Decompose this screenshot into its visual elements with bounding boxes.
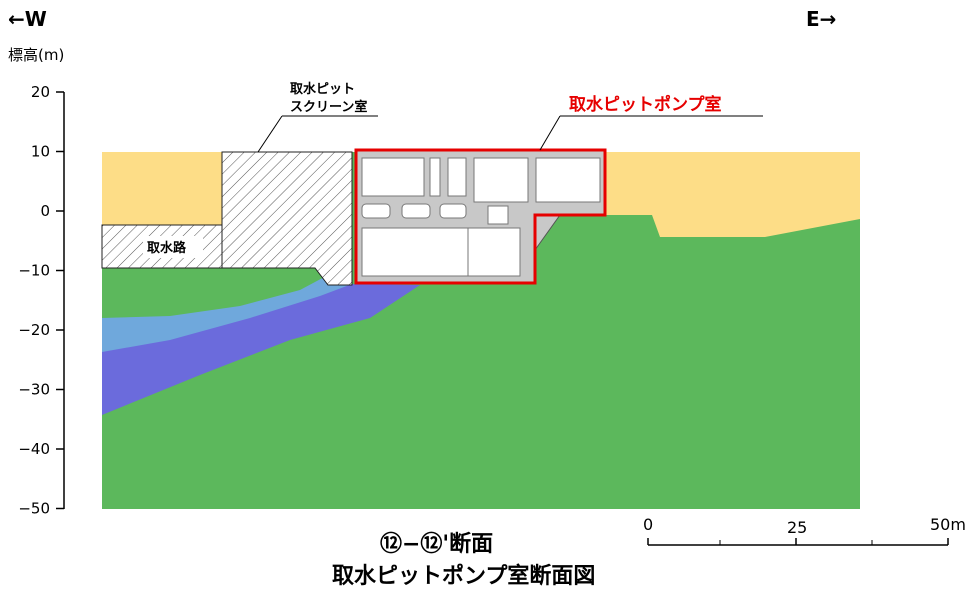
pump-chamber-1 (361, 157, 425, 197)
pump-chamber-5 (535, 157, 601, 203)
pump-basin-2 (467, 227, 521, 277)
screen-room (221, 151, 353, 286)
elevation-tick-label: −30 (18, 381, 50, 399)
pump-chamber-3 (447, 157, 467, 197)
pump-duct-3 (439, 203, 467, 219)
intake-channel-label-bg (143, 236, 203, 258)
elevation-tick-label: −20 (18, 321, 50, 339)
scale-label-50: 50m (930, 515, 966, 534)
screen-room-label-line1: 取水ピット (290, 81, 355, 97)
screen-room-label-line2: スクリーン室 (290, 99, 367, 115)
screen-room-leader (257, 115, 283, 153)
pump-room-highlight (354, 148, 607, 285)
figure-title: 取水ピットポンプ室断面図 (332, 563, 595, 589)
elevation-tick-label: −10 (18, 262, 50, 280)
pump-room-leader (539, 115, 561, 151)
pump-chamber-4 (473, 157, 529, 203)
east-direction: E→ (806, 7, 836, 31)
scale-bar: 0 25 50m (643, 515, 966, 546)
elevation-tick-label: 0 (40, 202, 50, 220)
elevation-axis-label: 標高(m) (8, 46, 64, 64)
pump-room-label: 取水ピットポンプ室 (569, 94, 722, 115)
scale-label-0: 0 (643, 515, 653, 534)
pump-basin-1 (361, 227, 469, 277)
scale-label-25: 25 (787, 518, 807, 537)
intake-channel-label: 取水路 (147, 240, 187, 256)
rock-layer-wedge (102, 268, 330, 318)
fill-layer-east (605, 152, 860, 237)
elevation-axis-ticks: 20 10 0 −10 −20 −30 −40 −50 (18, 83, 64, 518)
west-direction: ←W (8, 7, 47, 31)
elevation-tick-label: 20 (31, 83, 50, 101)
elevation-tick-label: 10 (31, 143, 50, 161)
section-title: ⑫−⑫'断面 (380, 531, 493, 557)
elevation-tick-label: −50 (18, 500, 50, 518)
pump-duct-1 (361, 203, 391, 219)
pump-chamber-2 (429, 157, 441, 197)
pump-duct-2 (401, 203, 431, 219)
elevation-tick-label: −40 (18, 440, 50, 458)
fill-layer-west (102, 152, 222, 225)
pump-shaft (487, 205, 509, 225)
